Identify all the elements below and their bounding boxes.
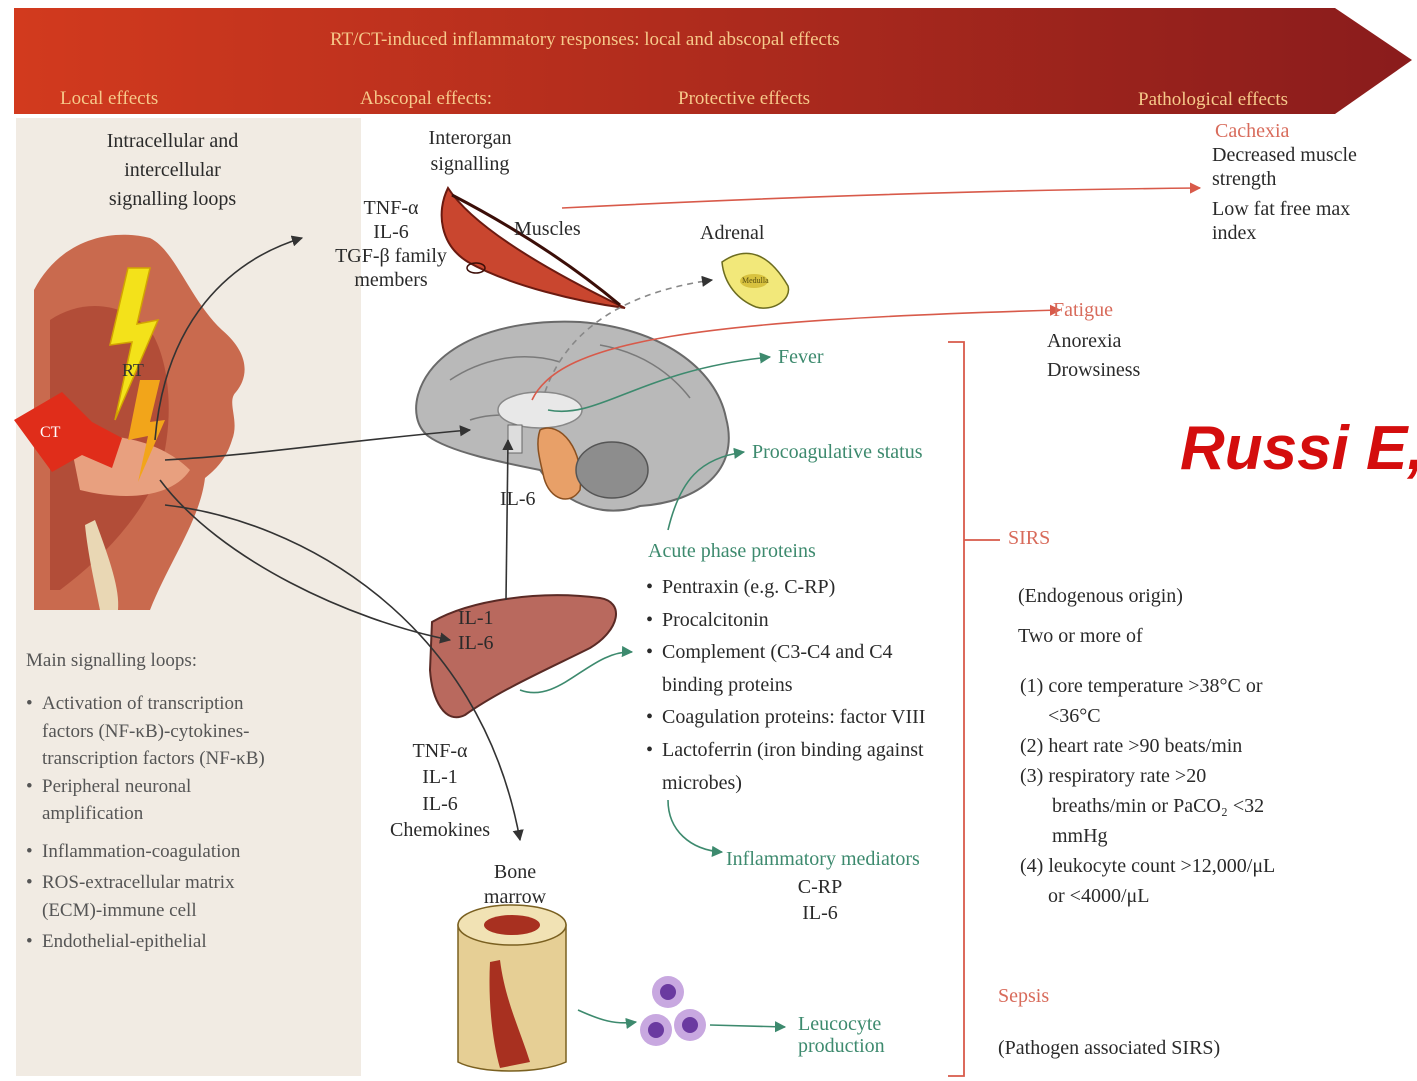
list-item: Pentraxin (e.g. C-RP) [644, 571, 925, 604]
sepsis-label: Sepsis [998, 985, 1049, 1008]
list-item: Procalcitonin [644, 604, 925, 637]
il6-liver-label: IL-6 [458, 632, 494, 655]
arrow-bone-to-cells [578, 1010, 636, 1023]
local-effects-label: Local effects [60, 88, 158, 110]
acute-phase-list: Pentraxin (e.g. C-RP) Procalcitonin Comp… [644, 571, 925, 799]
inflammatory-mediators-label: Inflammatory mediators [726, 848, 920, 871]
sirs-criteria: (1) core temperature >38°C or<36°C (2) h… [1020, 671, 1275, 911]
muscles-label: Muscles [514, 218, 581, 241]
banner-title: RT/CT-induced inflammatory responses: lo… [330, 29, 840, 51]
il1-liver-label: IL-1 [458, 607, 494, 630]
adrenal-label: Adrenal [700, 222, 764, 245]
list-item: Endothelial-epithelial [24, 928, 265, 956]
pathological-effects-label: Pathological effects [1138, 89, 1288, 111]
list-item: (1) core temperature >38°C or<36°C [1020, 671, 1275, 731]
sirs-origin: (Endogenous origin) [1018, 585, 1183, 608]
adrenal-inner-label: Medulla [742, 276, 769, 285]
arrow-liver-to-brain [506, 440, 508, 600]
list-item: (2) heart rate >90 beats/min [1020, 731, 1275, 761]
protective-effects-label: Protective effects [678, 88, 810, 110]
list-item: Coagulation proteins: factor VIII [644, 701, 925, 734]
sirs-bracket [948, 342, 1000, 1076]
main-loops-title: Main signalling loops: [26, 650, 197, 672]
list-item: Inflammation-coagulation [24, 838, 265, 866]
bone-marrow-illustration [458, 905, 566, 1071]
arrow-to-leucocyte [710, 1025, 785, 1027]
fatigue-label: Fatigue [1053, 299, 1113, 322]
sirs-label: SIRS [1008, 527, 1050, 550]
arrow-to-inflammatory-mediators [668, 800, 722, 852]
rt-label: RT [122, 360, 144, 381]
arrow-to-cachexia [562, 188, 1200, 208]
ct-label: CT [40, 424, 60, 442]
brain-illustration [416, 322, 729, 511]
acute-phase-title: Acute phase proteins [648, 540, 816, 563]
il6-brain-label: IL-6 [500, 488, 536, 511]
leucocyte-cells-illustration [640, 976, 706, 1046]
list-item: Lactoferrin (iron binding againstmicrobe… [644, 734, 925, 799]
author-citation: Russi E, [1180, 413, 1417, 484]
fever-label: Fever [778, 346, 824, 369]
sirs-two-or-more: Two or more of [1018, 625, 1143, 648]
abscopal-effects-label: Abscopal effects: [360, 88, 492, 110]
list-item: ROS-extracellular matrix(ECM)-immune cel… [24, 869, 265, 924]
cachexia-label: Cachexia [1215, 120, 1289, 143]
procoagulative-label: Procoagulative status [752, 441, 923, 464]
sepsis-desc: (Pathogen associated SIRS) [998, 1037, 1220, 1060]
